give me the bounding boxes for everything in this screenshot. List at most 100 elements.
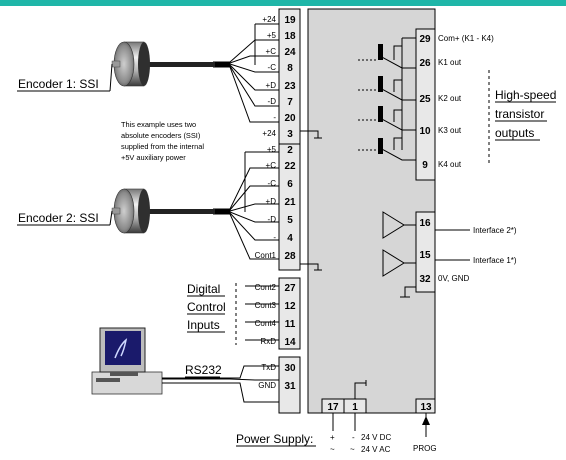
encoder-1-label: Encoder 1: SSI [18, 77, 99, 91]
note-line-3: supplied from the internal [121, 142, 204, 151]
left-terminal-28: 28 [284, 251, 296, 262]
left-terminal-label: +C [266, 47, 277, 56]
digital-inputs-label-3: Inputs [187, 318, 220, 332]
header-bar [0, 0, 566, 6]
power-supply-label: Power Supply: [236, 432, 313, 446]
left-terminal-label: -D [268, 97, 277, 106]
encoder-2-cable [140, 209, 215, 214]
ac-label: 24 V AC [361, 445, 391, 454]
computer-icon [91, 327, 163, 395]
left-terminal-19: 19 [284, 15, 296, 26]
left-terminal-7: 7 [287, 97, 293, 108]
high-speed-label-1: High-speed [495, 88, 556, 102]
digital-inputs-label-2: Control [187, 300, 226, 314]
left-terminal-6: 6 [287, 179, 293, 190]
minus-label: - [352, 433, 355, 442]
left-terminal-31: 31 [284, 381, 296, 392]
encoder-1-cable [140, 62, 215, 67]
left-terminal-4: 4 [287, 233, 293, 244]
left-terminal-label: +5 [267, 31, 277, 40]
left-terminal-column-3 [278, 277, 301, 350]
plus-tilde: ~ [330, 445, 335, 454]
left-terminal-14: 14 [284, 337, 296, 348]
prog-label: PROG [413, 444, 437, 453]
left-terminal-label: Cont4 [255, 319, 277, 328]
left-terminal-label: GND [258, 381, 276, 390]
left-terminal-24: 24 [284, 47, 296, 58]
interface-drivers [382, 211, 470, 298]
left-terminal-21: 21 [284, 197, 296, 208]
left-terminal-18: 18 [284, 31, 296, 42]
left-terminal-30: 30 [284, 363, 296, 374]
right-terminal-9: 9 [422, 160, 428, 171]
left-terminal-label: +D [266, 197, 277, 206]
right-terminal-16: 16 [419, 218, 431, 229]
encoder-1-icon [111, 41, 150, 87]
right-terminal-10: 10 [419, 126, 431, 137]
left-terminal-label: Cont2 [255, 283, 277, 292]
left-terminal-2: 2 [287, 145, 293, 156]
module-housing [307, 8, 436, 414]
left-terminal-label: -C [268, 63, 277, 72]
power-wiring [332, 380, 430, 437]
right-terminal-column-1 [415, 28, 436, 181]
bottom-terminal-17: 17 [327, 402, 339, 413]
digital-inputs-wiring [235, 283, 279, 345]
high-speed-label-3: outputs [495, 126, 534, 140]
left-terminal-27: 27 [284, 283, 296, 294]
left-terminal-label: +5 [267, 145, 277, 154]
left-terminal-label: +24 [262, 15, 276, 24]
encoder-2-wiring [213, 151, 322, 271]
right-terminal-column-2 [415, 211, 436, 293]
left-terminal-11: 11 [285, 319, 296, 330]
bottom-terminal-1: 1 [352, 402, 358, 413]
left-terminal-5: 5 [287, 215, 293, 226]
left-terminal-20: 20 [284, 113, 296, 124]
right-terminal-26: 26 [419, 58, 431, 69]
left-terminal-label: +24 [262, 129, 276, 138]
bottom-terminal-13: 13 [420, 402, 432, 413]
left-terminal-label: - [273, 113, 276, 122]
right-terminal-label: K1 out [438, 58, 462, 67]
right-terminal-label: Com+ (K1 - K4) [438, 34, 494, 43]
rs232-label: RS232 [185, 363, 222, 377]
minus-tilde: ~ [350, 445, 355, 454]
left-terminal-label: -C [268, 179, 277, 188]
left-terminal-label: RxD [260, 337, 276, 346]
encoder-2-icon [111, 188, 150, 234]
note-line-1: This example uses two [121, 120, 196, 129]
encoder-1-wiring [213, 23, 322, 139]
right-terminal-label: K2 out [438, 94, 462, 103]
left-terminal-column-4 [278, 356, 301, 414]
note-line-4: +5V auxiliary power [121, 153, 186, 162]
left-terminal-8: 8 [287, 63, 293, 74]
encoder-2-label: Encoder 2: SSI [18, 211, 99, 225]
digital-inputs-label-1: Digital [187, 282, 220, 296]
left-terminal-label: +C [266, 161, 277, 170]
plus-label: + [330, 433, 335, 442]
left-terminal-label: Cont1 [255, 251, 277, 260]
dc-label: 24 V DC [361, 433, 391, 442]
right-terminal-label: K3 out [438, 126, 462, 135]
left-terminal-label: +D [266, 81, 277, 90]
right-terminal-32: 32 [419, 274, 431, 285]
right-terminal-25: 25 [419, 94, 431, 105]
interface-2-label: Interface 2*) [473, 226, 517, 235]
left-terminal-12: 12 [284, 301, 296, 312]
left-terminal-label: - [273, 233, 276, 242]
left-terminal-22: 22 [284, 161, 296, 172]
left-terminal-label: Cont3 [255, 301, 277, 310]
high-speed-label-2: transistor [495, 107, 544, 121]
right-terminal-29: 29 [419, 34, 431, 45]
note-line-2: absolute encoders (SSI) [121, 131, 200, 140]
left-terminal-label: -D [268, 215, 277, 224]
right-terminal-label: 0V, GND [438, 274, 469, 283]
right-terminal-label: K4 out [438, 160, 462, 169]
interface-1-label: Interface 1*) [473, 256, 517, 265]
left-terminal-3: 3 [287, 129, 293, 140]
left-terminal-23: 23 [284, 81, 296, 92]
left-terminal-label: TxD [261, 363, 276, 372]
right-terminal-15: 15 [419, 250, 431, 261]
transistor-outputs [358, 37, 490, 165]
